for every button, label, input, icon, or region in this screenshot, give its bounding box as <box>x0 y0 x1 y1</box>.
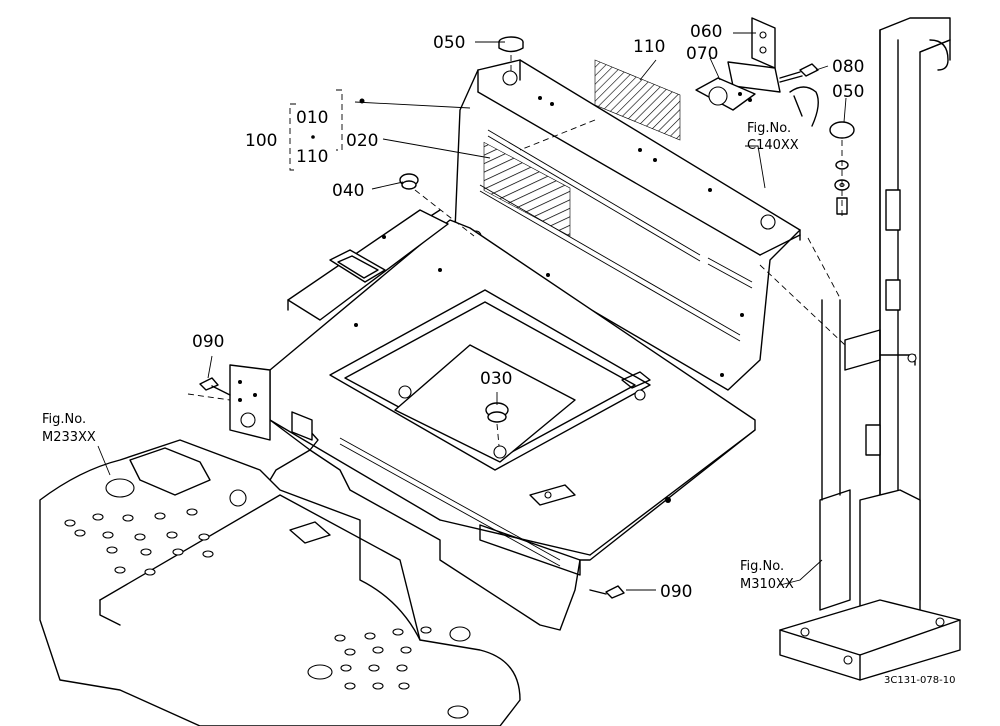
floor-plate <box>39 439 521 726</box>
assembly-lines <box>187 237 846 401</box>
callout-070: 070 <box>686 44 718 64</box>
callout-110-group: 110 <box>296 147 328 167</box>
part-090-bolt-right <box>589 585 625 599</box>
ref-m233-fig: Fig.No. <box>42 412 86 427</box>
callout-090-right: 090 <box>660 582 692 602</box>
callout-020: 020 <box>346 131 378 151</box>
ref-c140-fig: Fig.No. <box>747 121 791 136</box>
part-060-070-bracket <box>695 17 819 127</box>
callout-labels: 100 010 110 020 040 050 110 060 070 080 … <box>192 22 864 602</box>
floor-grip-holes <box>64 508 471 719</box>
ref-m233-no: M233XX <box>42 430 96 445</box>
figure-references: Fig.No. C140XX Fig.No. M233XX Fig.No. M3… <box>42 121 799 592</box>
callout-010: 010 <box>296 108 328 128</box>
callout-100: 100 <box>245 131 277 151</box>
seat-back-panel <box>454 59 801 391</box>
callout-060: 060 <box>690 22 722 42</box>
part-050-stack <box>829 121 855 220</box>
callout-050-top: 050 <box>433 33 465 53</box>
seat-base-panel <box>229 209 756 631</box>
rops-post <box>779 17 961 681</box>
callout-040: 040 <box>332 181 364 201</box>
part-090-bolt-left <box>199 377 231 396</box>
part-080-bolt <box>779 63 819 83</box>
part-030-grommet <box>485 402 509 447</box>
decal-110 <box>519 59 681 151</box>
callout-110-decal: 110 <box>633 37 665 57</box>
ref-m310-fig: Fig.No. <box>740 559 784 574</box>
callout-080: 080 <box>832 57 864 77</box>
part-040-grommet <box>399 173 475 237</box>
drawing-code: 3C131-078-10 <box>884 675 955 686</box>
ref-m310-no: M310XX <box>740 577 794 592</box>
leader-lines <box>97 32 847 591</box>
callout-050-right: 050 <box>832 82 864 102</box>
ref-c140-no: C140XX <box>747 138 799 153</box>
callout-090-left: 090 <box>192 332 224 352</box>
callout-030: 030 <box>480 369 512 389</box>
